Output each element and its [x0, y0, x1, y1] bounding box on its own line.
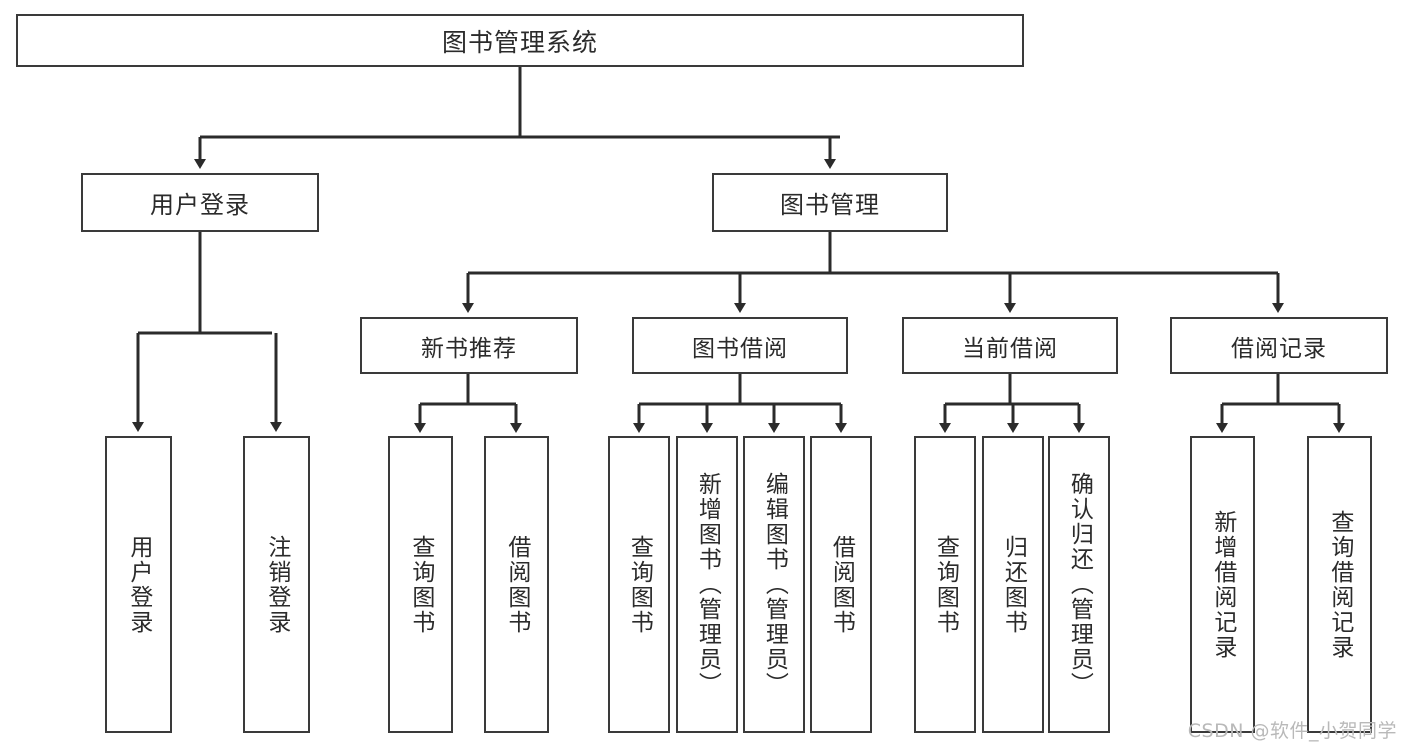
leaf-node[interactable]: 查询图书: [608, 436, 670, 733]
node-book-borrowing[interactable]: 图书借阅: [632, 317, 848, 374]
node-current-borrowing-label: 当前借阅: [962, 335, 1058, 362]
leaf-node[interactable]: 新增图书（管理员）: [676, 436, 738, 733]
leaf-node-label: 借阅图书: [503, 534, 530, 635]
leaf-node-label: 新增借阅记录: [1209, 509, 1236, 660]
node-user-login[interactable]: 用户登录: [81, 173, 319, 232]
leaf-node-label: 用户登录: [125, 534, 152, 635]
node-new-book-recommendation[interactable]: 新书推荐: [360, 317, 578, 374]
node-book-management-label: 图书管理: [780, 191, 880, 219]
node-root-label: 图书管理系统: [441, 27, 598, 57]
node-root-system[interactable]: 图书管理系统: [16, 14, 1024, 67]
node-borrow-records-label: 借阅记录: [1231, 335, 1327, 362]
node-new-book-recommendation-label: 新书推荐: [421, 335, 517, 362]
leaf-node[interactable]: 归还图书: [982, 436, 1044, 733]
leaf-node[interactable]: 用户登录: [105, 436, 172, 733]
leaf-node-label: 借阅图书: [828, 534, 855, 635]
leaf-node-label: 归还图书: [1000, 534, 1027, 635]
leaf-node[interactable]: 查询图书: [388, 436, 453, 733]
leaf-node-label: 注销登录: [263, 534, 290, 635]
leaf-node[interactable]: 确认归还（管理员）: [1048, 436, 1110, 733]
node-borrow-records[interactable]: 借阅记录: [1170, 317, 1388, 374]
leaf-node[interactable]: 查询图书: [914, 436, 976, 733]
leaf-node-label: 查询借阅记录: [1326, 509, 1353, 660]
leaf-node[interactable]: 编辑图书（管理员）: [743, 436, 805, 733]
node-book-borrowing-label: 图书借阅: [692, 335, 788, 362]
leaf-node[interactable]: 借阅图书: [484, 436, 549, 733]
leaf-node-label: 查询图书: [407, 534, 434, 635]
node-user-login-label: 用户登录: [150, 191, 250, 219]
leaf-node[interactable]: 查询借阅记录: [1307, 436, 1372, 733]
node-current-borrowing[interactable]: 当前借阅: [902, 317, 1118, 374]
leaf-node-label: 确认归还（管理员）: [1066, 472, 1093, 697]
leaf-node-label: 查询图书: [626, 534, 653, 635]
watermark: CSDN @软件_小贺同学: [1187, 720, 1397, 742]
leaf-node[interactable]: 注销登录: [243, 436, 310, 733]
leaf-node[interactable]: 借阅图书: [810, 436, 872, 733]
leaf-node-label: 编辑图书（管理员）: [761, 472, 788, 697]
leaf-node[interactable]: 新增借阅记录: [1190, 436, 1255, 733]
leaf-node-label: 新增图书（管理员）: [694, 472, 721, 697]
node-book-management[interactable]: 图书管理: [712, 173, 948, 232]
leaf-node-label: 查询图书: [932, 534, 959, 635]
